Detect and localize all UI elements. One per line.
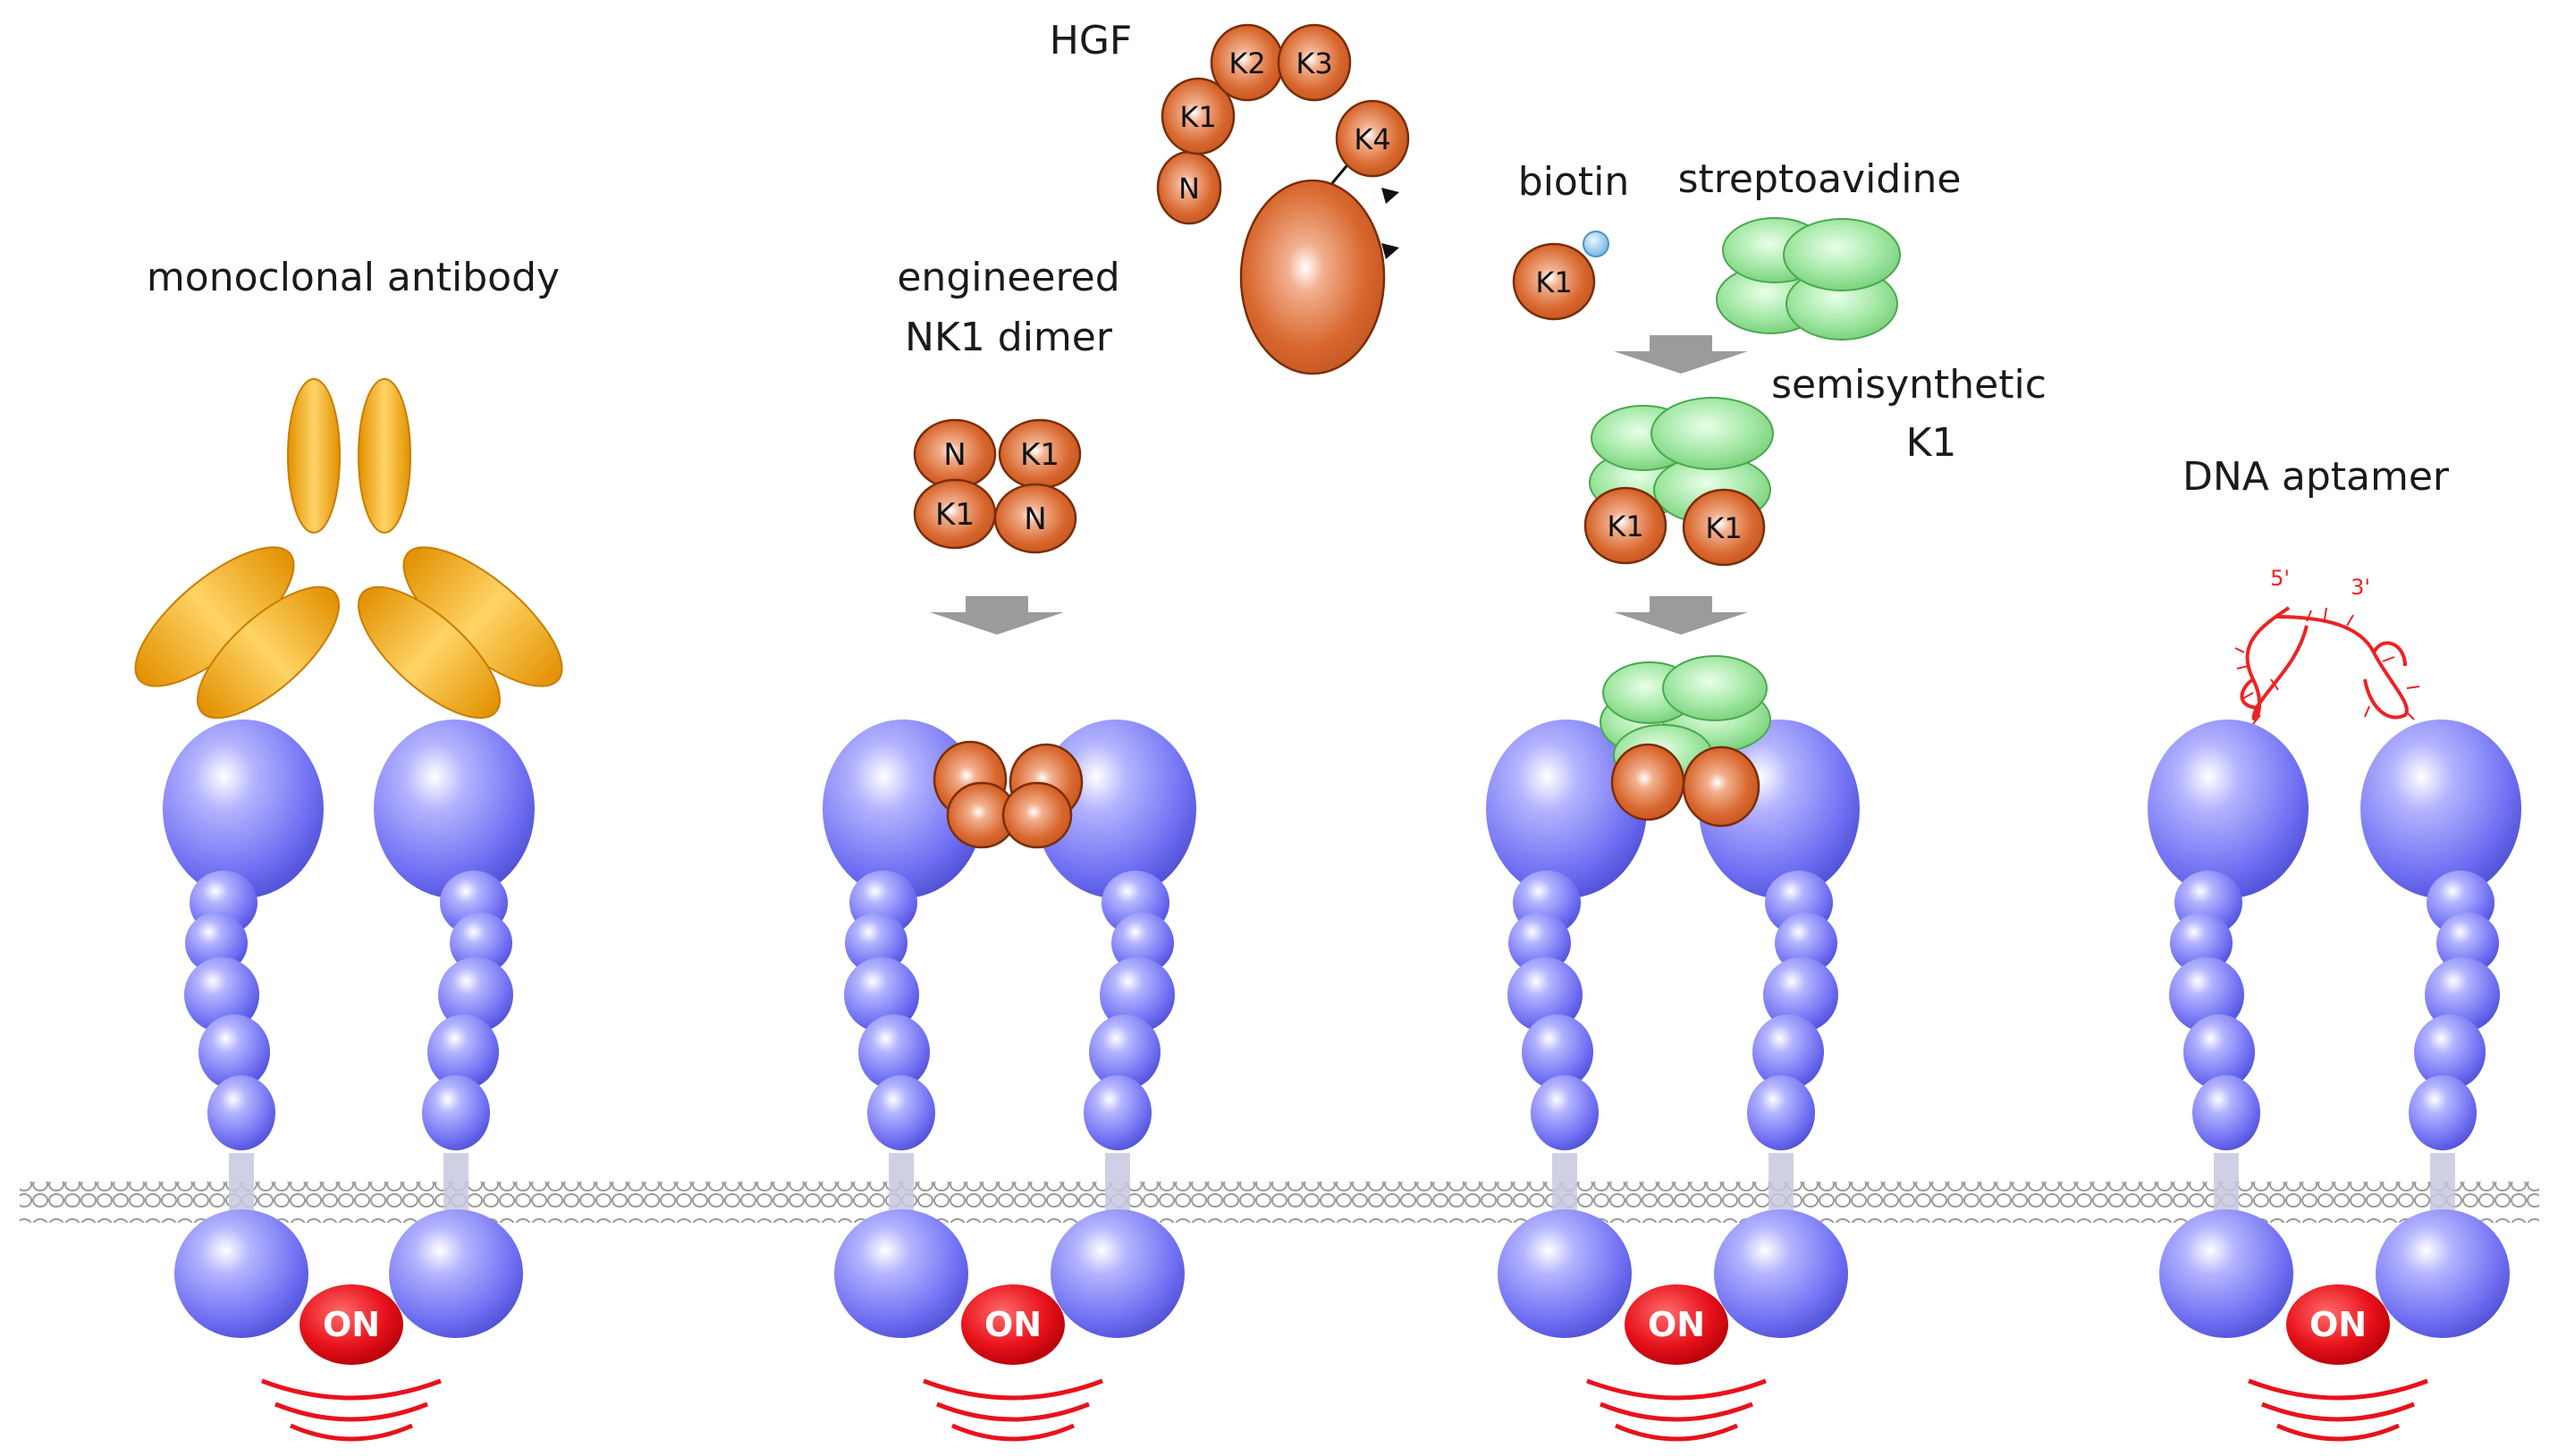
svg-text:ON: ON	[323, 1305, 380, 1344]
aptamer-5-prime: 5'	[2270, 566, 2290, 591]
svg-text:ON: ON	[984, 1305, 1042, 1344]
panel-monoclonal-antibody: monoclonal antibody ON	[134, 255, 563, 1439]
receptor-left	[2148, 720, 2309, 1338]
label-biotin: biotin	[1518, 159, 1629, 205]
domain-label: K1	[935, 497, 975, 533]
panel-dna-aptamer: DNA aptamer 5' 3' ON	[2148, 454, 2521, 1439]
nk1-dimer-free: N K1 K1 N	[913, 418, 1082, 554]
label-semisynthetic: semisynthetic	[1771, 362, 2047, 408]
domain-label: K4	[1354, 122, 1390, 156]
arrow-down	[1614, 335, 1748, 374]
streptavidin-free	[1716, 217, 1901, 341]
domain-label: K1	[1607, 509, 1643, 543]
signal-waves	[1587, 1381, 1766, 1439]
on-badge: ON	[1625, 1284, 1728, 1365]
label-semisynthetic-k1: K1	[1906, 420, 1957, 466]
label-hgf: HGF	[1050, 18, 1133, 63]
panel-nk1-dimer: engineered NK1 dimer N K1 K1 N ON	[823, 255, 1196, 1439]
cell-membrane	[20, 1182, 2539, 1223]
hgf-molecule: HGF N K1 K2 K3 K4	[1050, 18, 1410, 375]
label-monoclonal-antibody: monoclonal antibody	[147, 255, 560, 300]
svg-text:ON: ON	[1648, 1305, 1705, 1344]
receptor-left	[1486, 720, 1647, 1338]
on-badge: ON	[2286, 1284, 2390, 1365]
domain-label: N	[943, 437, 966, 473]
nk1-dimer-bound	[933, 740, 1084, 849]
label-dna-aptamer: DNA aptamer	[2182, 454, 2450, 500]
domain-label: K1	[1705, 511, 1742, 545]
label-nk1-dimer: NK1 dimer	[905, 315, 1113, 360]
dna-aptamer	[2234, 606, 2420, 725]
biotin-k1: K1	[1512, 231, 1609, 321]
on-badge: ON	[961, 1284, 1065, 1365]
arrow-down	[930, 596, 1064, 635]
domain-label: K1	[1179, 100, 1216, 134]
domain-label: K2	[1228, 46, 1265, 80]
arrow-down	[1614, 596, 1748, 635]
signal-waves	[2249, 1381, 2427, 1439]
receptor-right	[374, 720, 535, 1338]
domain-label: K3	[1296, 46, 1332, 80]
domain-label: K1	[1535, 265, 1572, 299]
domain-label: N	[1178, 172, 1200, 206]
cleavage-mark	[1381, 243, 1399, 259]
signal-waves	[262, 1381, 441, 1439]
domain-label: K1	[1020, 437, 1060, 473]
label-streptoavidine: streptoavidine	[1678, 156, 1962, 202]
label-engineered: engineered	[897, 255, 1119, 300]
svg-text:ON: ON	[2309, 1305, 2367, 1344]
domain-label: N	[1024, 501, 1046, 537]
signal-waves	[924, 1381, 1102, 1439]
panel-semisynthetic-k1: biotin streptoavidine semisynthetic K1 K…	[1486, 156, 2047, 1439]
aptamer-3-prime: 3'	[2351, 575, 2370, 600]
on-badge: ON	[300, 1284, 403, 1365]
antibody	[134, 378, 563, 720]
receptor-left	[163, 720, 324, 1338]
complex-bound	[1600, 655, 1771, 828]
streptavidin-k1-complex: K1 K1	[1583, 397, 1774, 567]
cleavage-mark	[1381, 188, 1399, 204]
receptor-right	[2360, 720, 2521, 1338]
